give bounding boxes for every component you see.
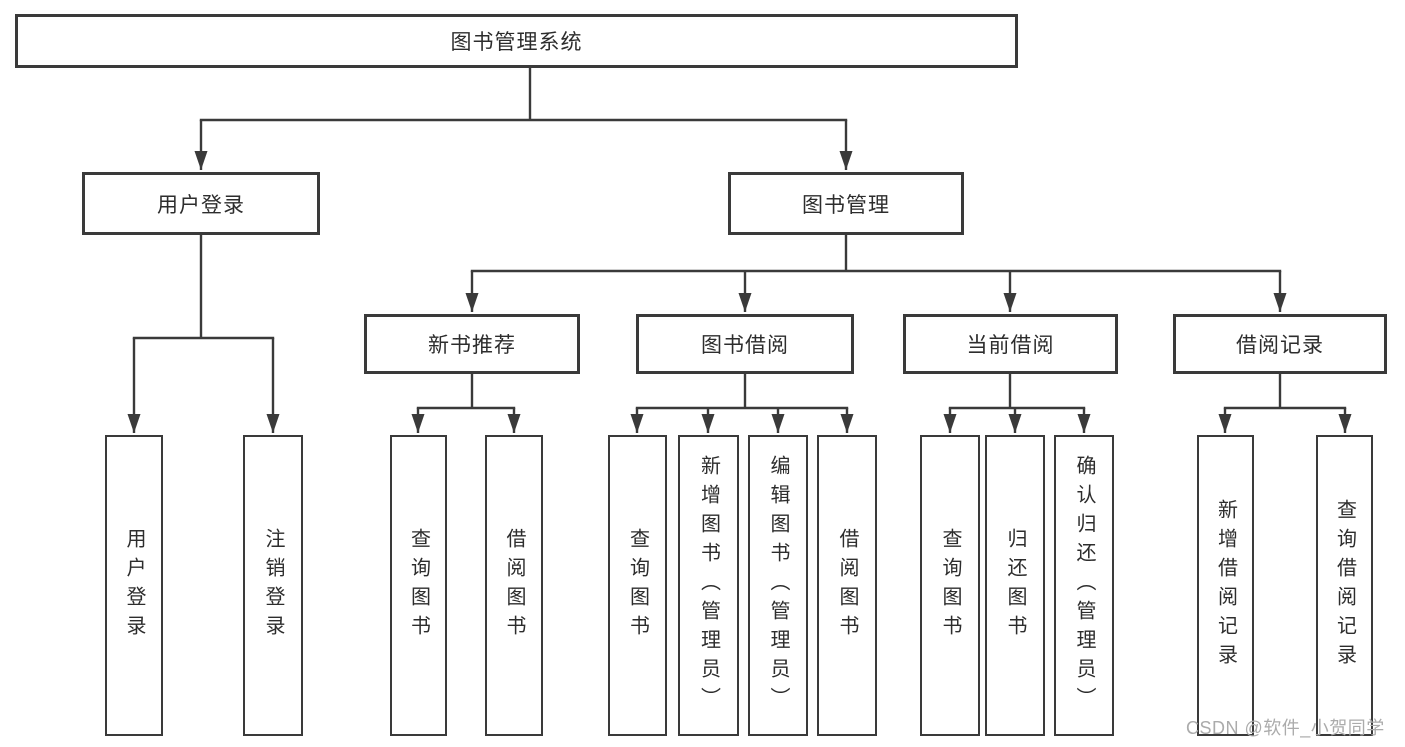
leaf-logout: 注销登录 <box>243 435 303 736</box>
node-library-system: 图书管理系统 <box>15 14 1018 68</box>
leaf-recommend-query-books: 查询图书 <box>390 435 447 736</box>
leaf-current-confirm-return-admin: 确认归还（管理员） <box>1054 435 1114 736</box>
leaf-recommend-borrow-books: 借阅图书 <box>485 435 543 736</box>
leaf-borrowing-query-books: 查询图书 <box>608 435 667 736</box>
node-book-borrowing: 图书借阅 <box>636 314 854 374</box>
leaf-borrowing-edit-books-admin: 编辑图书（管理员） <box>748 435 808 736</box>
csdn-watermark: CSDN @软件_小贺同学 <box>1186 718 1385 738</box>
node-current-borrowing: 当前借阅 <box>903 314 1118 374</box>
node-book-management: 图书管理 <box>728 172 964 235</box>
leaf-records-add-record: 新增借阅记录 <box>1197 435 1254 736</box>
leaf-borrowing-add-books-admin: 新增图书（管理员） <box>678 435 739 736</box>
leaf-current-query-books: 查询图书 <box>920 435 980 736</box>
leaf-borrowing-borrow-books: 借阅图书 <box>817 435 877 736</box>
node-user-login: 用户登录 <box>82 172 320 235</box>
node-new-book-recommend: 新书推荐 <box>364 314 580 374</box>
node-borrow-records: 借阅记录 <box>1173 314 1387 374</box>
leaf-current-return-books: 归还图书 <box>985 435 1045 736</box>
leaf-user-login: 用户登录 <box>105 435 163 736</box>
leaf-records-query-record: 查询借阅记录 <box>1316 435 1373 736</box>
